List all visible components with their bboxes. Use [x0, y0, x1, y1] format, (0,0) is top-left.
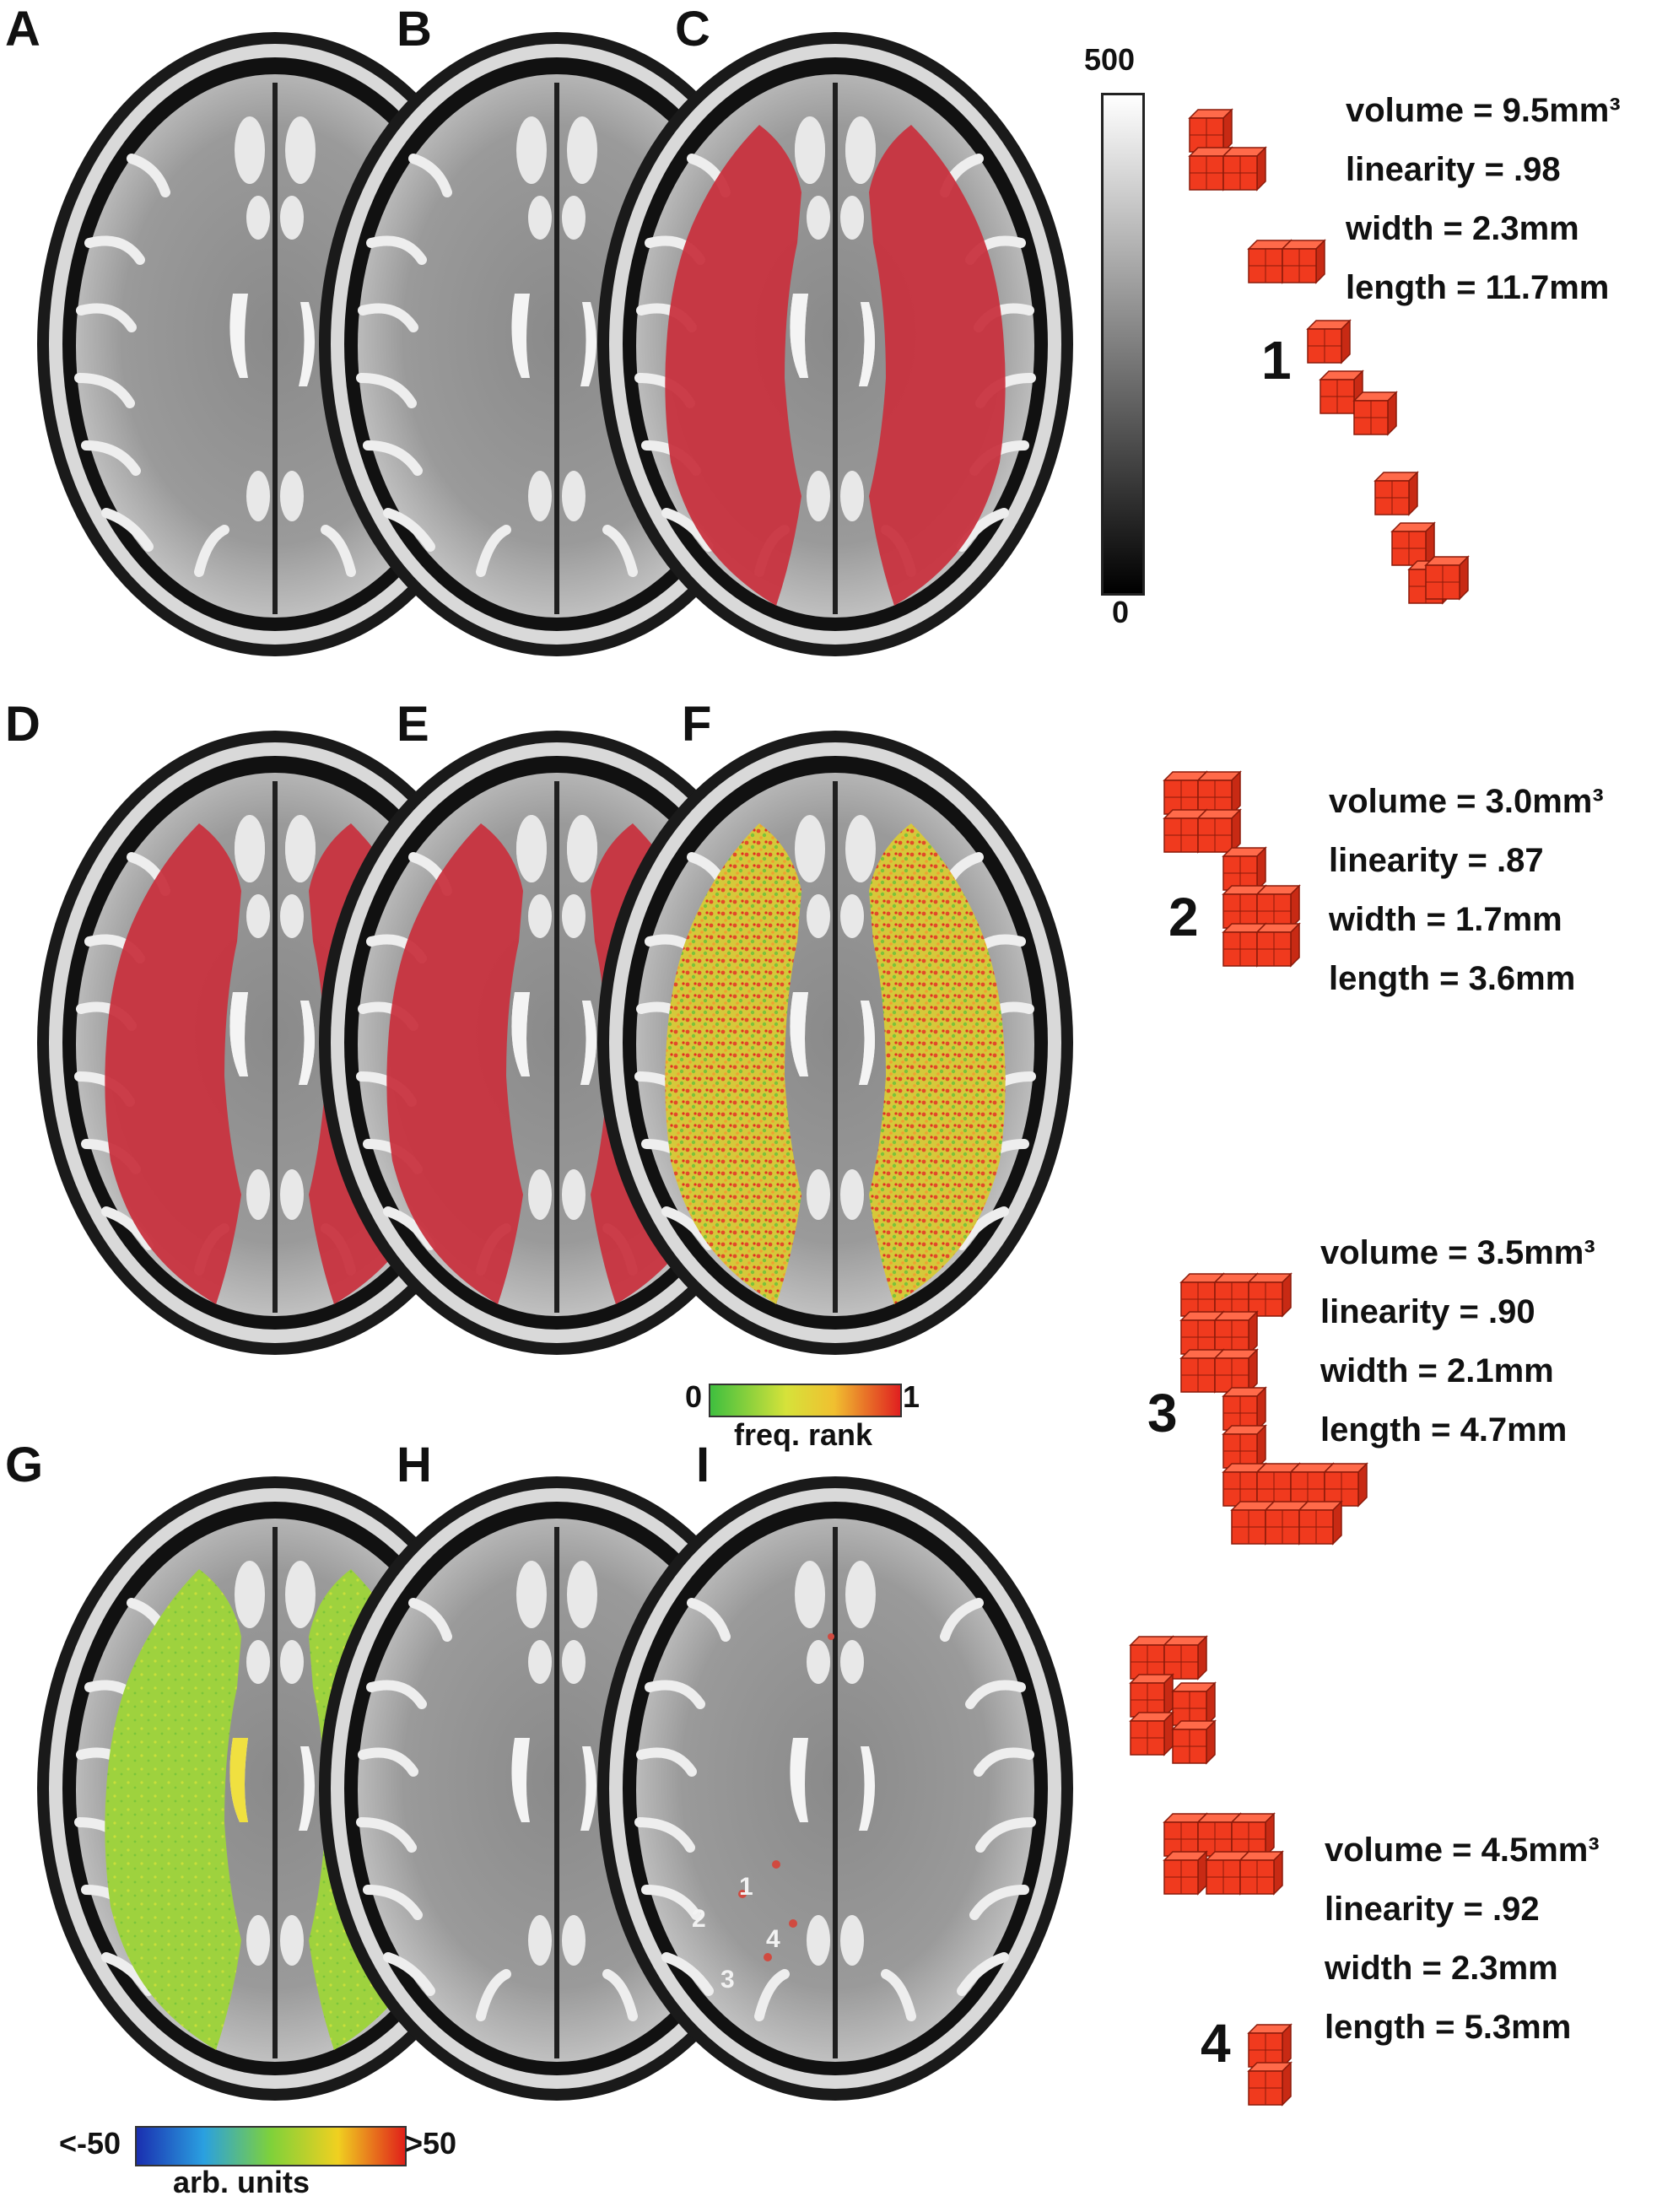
- brain-i-label-2: 2: [692, 1905, 706, 1933]
- cluster-3-linearity: linearity = .90: [1320, 1293, 1535, 1330]
- arb-bar-min-label: <-50: [59, 2126, 121, 2161]
- cluster-1-volume: volume = 9.5mm³: [1346, 92, 1621, 129]
- brain-i-label-1: 1: [739, 1873, 753, 1901]
- cluster-number-4: 4: [1201, 2013, 1231, 2074]
- brain-image-f: [591, 722, 1080, 1363]
- cluster-3-width: width = 2.1mm: [1320, 1352, 1554, 1389]
- cluster-2-volume: volume = 3.0mm³: [1329, 783, 1604, 820]
- brain-image-i: [591, 1468, 1080, 2109]
- cluster-1-linearity: linearity = .98: [1346, 151, 1561, 188]
- panel-label-i: I: [696, 1438, 710, 1492]
- panel-label-e: E: [397, 697, 429, 752]
- grayscale-colorbar: [1101, 93, 1145, 596]
- arb-units-colorbar: [135, 2126, 407, 2166]
- voxel-cluster-2: [1156, 763, 1325, 1000]
- cluster-3-volume: volume = 3.5mm³: [1320, 1234, 1595, 1271]
- panel-label-g: G: [5, 1438, 44, 1492]
- panel-label-b: B: [397, 2, 432, 57]
- cluster-number-1: 1: [1261, 330, 1292, 391]
- freq-rank-colorbar: [709, 1384, 902, 1417]
- freq-bar-max-label: 1: [903, 1379, 920, 1414]
- cluster-2-linearity: linearity = .87: [1329, 842, 1544, 879]
- panel-label-h: H: [397, 1438, 432, 1492]
- grayscale-max-label: 500: [1084, 42, 1136, 77]
- panel-label-a: A: [5, 2, 40, 57]
- panel-label-f: F: [682, 697, 712, 752]
- cluster-4-length: length = 5.3mm: [1325, 2009, 1572, 2046]
- voxel-cluster-4: [1122, 1620, 1358, 2160]
- cluster-4-width: width = 2.3mm: [1325, 1950, 1558, 1987]
- cluster-1-width: width = 2.3mm: [1346, 210, 1579, 247]
- cluster-3-stats: volume = 3.5mm³ linearity = .90 width = …: [1320, 1223, 1595, 1459]
- cluster-number-3: 3: [1147, 1383, 1178, 1443]
- brain-i-label-4: 4: [766, 1925, 780, 1953]
- cluster-4-volume: volume = 4.5mm³: [1325, 1832, 1600, 1869]
- freq-bar-min-label: 0: [685, 1379, 703, 1414]
- freq-bar-caption: freq. rank: [734, 1417, 873, 1452]
- cluster-3-length: length = 4.7mm: [1320, 1411, 1568, 1449]
- cluster-1-length: length = 11.7mm: [1346, 269, 1610, 306]
- cluster-1-stats: volume = 9.5mm³ linearity = .98 width = …: [1346, 81, 1621, 317]
- panel-label-c: C: [675, 2, 710, 57]
- cluster-2-stats: volume = 3.0mm³ linearity = .87 width = …: [1329, 772, 1604, 1008]
- grayscale-min-label: 0: [1112, 595, 1130, 629]
- arb-bar-max-label: >50: [405, 2126, 457, 2161]
- brain-image-c: [591, 24, 1080, 665]
- cluster-number-2: 2: [1168, 887, 1199, 947]
- cluster-4-stats: volume = 4.5mm³ linearity = .92 width = …: [1325, 1821, 1600, 2057]
- panel-label-d: D: [5, 697, 40, 752]
- cluster-4-linearity: linearity = .92: [1325, 1891, 1540, 1928]
- cluster-2-width: width = 1.7mm: [1329, 901, 1562, 938]
- arb-bar-caption: arb. units: [173, 2165, 310, 2199]
- cluster-2-length: length = 3.6mm: [1329, 960, 1576, 997]
- brain-i-label-3: 3: [720, 1966, 735, 1993]
